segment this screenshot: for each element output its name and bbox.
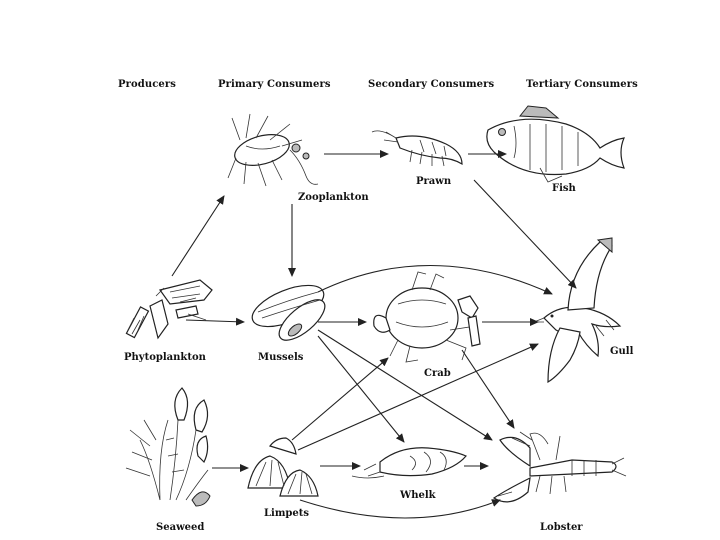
arrow-limpets-to-lobster (299, 499, 501, 519)
label-prawn: Prawn (416, 176, 452, 187)
header-producers: Producers (118, 79, 176, 90)
arrow-phytoplankton-to-mussels (185, 317, 245, 326)
label-limpets: Limpets (264, 508, 310, 519)
header-secondary-consumers: Secondary Consumers (368, 79, 495, 90)
label-zooplankton: Zooplankton (298, 192, 369, 203)
arrow-phytoplankton-to-zooplankton (171, 195, 225, 277)
arrow-mussels-to-whelk (317, 335, 405, 443)
lobster-illustration (492, 431, 627, 503)
header-tertiary-consumers: Tertiary Consumers (526, 79, 638, 90)
phytoplankton-illustration (125, 279, 213, 340)
label-crab: Crab (424, 368, 451, 379)
arrow-limpets-to-gull (297, 343, 539, 451)
mussels-illustration (251, 284, 326, 341)
fish-illustration (486, 105, 625, 183)
gull-illustration (533, 237, 622, 384)
arrow-crab-to-lobster (461, 349, 515, 429)
label-fish: Fish (552, 183, 576, 194)
zooplankton-illustration (227, 113, 319, 187)
label-lobster: Lobster (540, 522, 583, 533)
label-phytoplankton: Phytoplankton (124, 352, 206, 363)
prawn-illustration (371, 130, 463, 167)
label-mussels: Mussels (258, 352, 304, 363)
label-whelk: Whelk (400, 490, 436, 501)
arrow-prawn-to-gull (473, 179, 577, 289)
seaweed-illustration (125, 387, 211, 507)
header-primary-consumers: Primary Consumers (218, 79, 331, 90)
limpets-illustration (247, 437, 319, 497)
label-gull: Gull (610, 346, 634, 357)
label-seaweed: Seaweed (156, 522, 205, 533)
crab-illustration (373, 271, 481, 363)
whelk-illustration (351, 447, 467, 479)
arrow-limpets-to-crab (291, 357, 389, 441)
arrow-mussels-to-lobster (317, 329, 493, 441)
arrow-mussels-to-gull (317, 264, 553, 295)
